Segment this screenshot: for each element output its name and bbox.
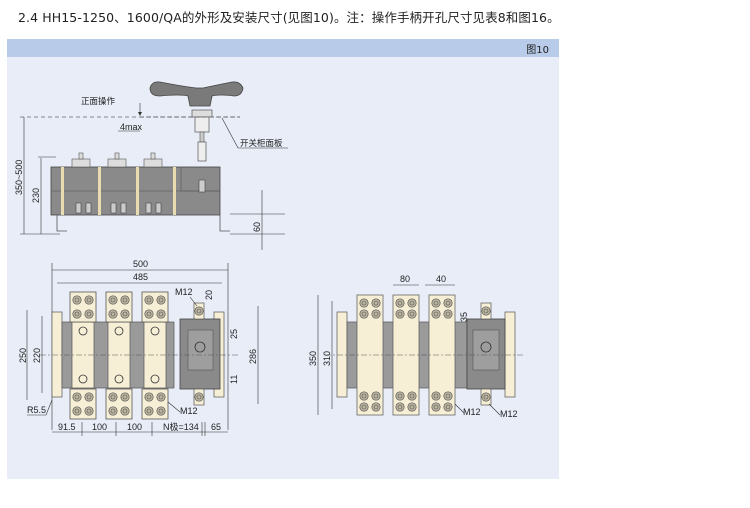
section-caption: 2.4 HH15-1250、1600/QA的外形及安装尺寸(见图10)。注：操作… <box>18 10 560 25</box>
label-alt-bolt-right: M12 <box>500 409 518 419</box>
panel-label: 开关柜面板 <box>240 138 283 149</box>
figure-header: 图10 <box>7 39 559 57</box>
dim-seg1: 91.5 <box>58 422 76 432</box>
label-radius: R5.5 <box>27 405 46 415</box>
dim-gap: 4max <box>120 122 143 132</box>
dim-seg5: 65 <box>211 422 221 432</box>
dim-height-outer: 250 <box>18 348 28 363</box>
handle-icon <box>149 81 244 107</box>
side-view: 正面操作 4max 开关柜面板 <box>14 81 288 250</box>
dim-top-offset: 20 <box>204 290 214 300</box>
dim-terminal-offset: 35 <box>459 312 469 322</box>
alt-view: 80 40 35 350 310 M12 M12 <box>308 274 525 419</box>
dim-terminal-width: 80 <box>400 274 410 284</box>
dim-body-height: 230 <box>31 188 41 203</box>
label-bolt-bottom: M12 <box>180 406 198 416</box>
figure-panel: 图10 <box>7 39 559 479</box>
dim-seg2: 100 <box>92 422 107 432</box>
dim-foot-height: 60 <box>252 222 262 232</box>
front-operation-label: 正面操作 <box>81 96 116 107</box>
dim-alt-height-mount: 310 <box>322 351 332 366</box>
dim-seg4: N极=134 <box>163 421 199 432</box>
figure-label: 图10 <box>526 45 549 56</box>
dim-overall-width: 500 <box>133 259 148 269</box>
dim-total-height: 350~500 <box>14 160 24 195</box>
dim-height-mount: 220 <box>32 348 42 363</box>
label-alt-bolt-left: M12 <box>463 407 481 417</box>
front-view: 500 485 250 220 <box>18 259 259 436</box>
dim-mount-width: 485 <box>133 272 148 282</box>
dim-handle-height: 286 <box>248 349 258 364</box>
dim-alt-height-outer: 350 <box>308 351 318 366</box>
dim-upper-offset: 25 <box>229 329 239 339</box>
dim-slot: 11 <box>229 375 239 384</box>
label-bolt-top: M12 <box>175 287 193 297</box>
dim-seg3: 100 <box>127 422 142 432</box>
dim-terminal-half: 40 <box>436 274 446 284</box>
